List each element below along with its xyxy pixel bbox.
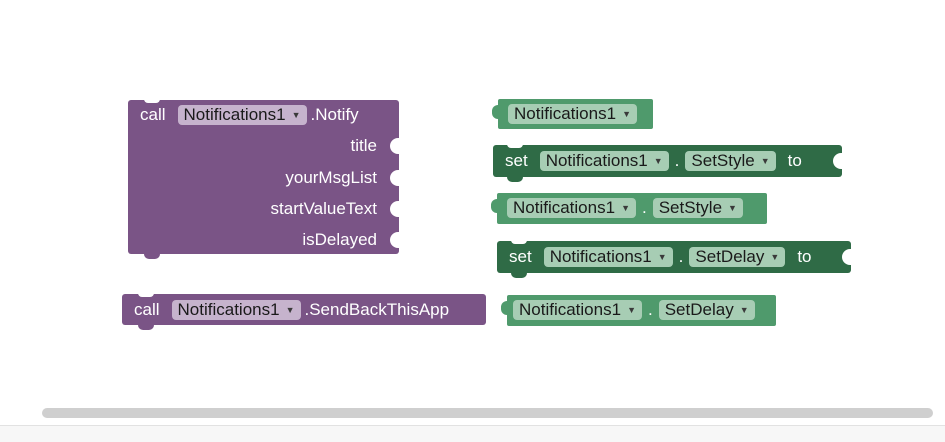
triangle-down-icon: ▼ (657, 252, 667, 262)
block-notch (144, 99, 160, 103)
property-dropdown[interactable]: SetStyle ▼ (685, 151, 776, 171)
set-style-getter-block[interactable]: Notifications1 ▼ . SetStyle ▼ (491, 193, 767, 224)
input-socket[interactable] (390, 201, 399, 217)
property-dropdown[interactable]: SetDelay ▼ (689, 247, 786, 267)
block-notch (138, 293, 154, 297)
set-delay-getter-block[interactable]: Notifications1 ▼ . SetDelay ▼ (501, 295, 776, 326)
property-name: SetStyle (658, 198, 723, 217)
blocks-workspace[interactable]: call Notifications1 ▼ .Notify title your… (0, 0, 945, 425)
send-back-method-block[interactable]: call Notifications1 ▼ .SendBackThisApp (122, 293, 486, 330)
dot-separator: . (674, 151, 680, 170)
block-notch (507, 144, 523, 148)
block-tab (138, 325, 154, 330)
param-label: isDelayed (302, 230, 377, 249)
param-label: startValueText (270, 199, 377, 218)
component-dropdown[interactable]: Notifications1 ▼ (539, 151, 669, 171)
triangle-down-icon: ▼ (739, 305, 749, 315)
block-tab (144, 254, 160, 259)
triangle-down-icon: ▼ (627, 305, 636, 315)
input-socket[interactable] (390, 138, 399, 154)
method-name: .Notify (310, 105, 359, 124)
component-dropdown[interactable]: Notifications1 ▼ (508, 104, 637, 124)
input-socket[interactable] (842, 249, 851, 265)
horizontal-scrollbar-thumb[interactable] (42, 408, 933, 418)
component-name: Notifications1 (177, 300, 280, 319)
output-plug (501, 301, 509, 315)
triangle-down-icon: ▼ (770, 252, 780, 262)
to-keyword: to (797, 247, 812, 266)
property-dropdown[interactable]: SetStyle ▼ (652, 198, 743, 218)
triangle-down-icon: ▼ (653, 156, 663, 166)
property-name: SetDelay (695, 247, 765, 266)
block-notch (511, 240, 527, 244)
method-name: .SendBackThisApp (304, 300, 450, 319)
block-tab (507, 177, 523, 182)
component-dropdown[interactable]: Notifications1 ▼ (507, 198, 636, 218)
triangle-down-icon: ▼ (621, 203, 630, 213)
triangle-down-icon: ▼ (622, 109, 631, 119)
component-getter-block[interactable]: Notifications1 ▼ (492, 99, 653, 129)
set-style-setter-block[interactable]: set Notifications1 ▼ . SetStyle ▼ to (493, 144, 842, 182)
param-label: title (350, 136, 377, 155)
property-name: SetDelay (664, 300, 734, 319)
dot-separator: . (678, 247, 684, 266)
component-dropdown[interactable]: Notifications1 ▼ (177, 105, 307, 125)
input-socket[interactable] (390, 232, 399, 248)
component-name: Notifications1 (545, 151, 648, 170)
output-plug (492, 105, 500, 119)
block-tab (511, 273, 527, 278)
triangle-down-icon: ▼ (291, 110, 301, 120)
bottom-border (0, 425, 945, 442)
component-name: Notifications1 (514, 104, 617, 123)
component-name: Notifications1 (519, 300, 622, 319)
triangle-down-icon: ▼ (760, 156, 770, 166)
dot-separator: . (647, 300, 653, 319)
triangle-down-icon: ▼ (728, 203, 737, 213)
call-keyword: call (134, 300, 160, 319)
input-socket[interactable] (833, 153, 842, 169)
component-name: Notifications1 (513, 198, 616, 217)
triangle-down-icon: ▼ (285, 305, 295, 315)
property-dropdown[interactable]: SetDelay ▼ (658, 300, 755, 320)
component-dropdown[interactable]: Notifications1 ▼ (171, 300, 301, 320)
component-dropdown[interactable]: Notifications1 ▼ (513, 300, 642, 320)
param-label: yourMsgList (285, 168, 377, 187)
set-keyword: set (509, 247, 532, 266)
component-name: Notifications1 (183, 105, 286, 124)
component-dropdown[interactable]: Notifications1 ▼ (543, 247, 673, 267)
set-delay-setter-block[interactable]: set Notifications1 ▼ . SetDelay ▼ to (497, 240, 851, 278)
to-keyword: to (787, 151, 802, 170)
output-plug (491, 199, 499, 213)
input-socket[interactable] (390, 170, 399, 186)
dot-separator: . (641, 198, 647, 217)
component-name: Notifications1 (549, 247, 652, 266)
property-name: SetStyle (691, 151, 755, 170)
set-keyword: set (505, 151, 528, 170)
call-keyword: call (140, 105, 166, 124)
notify-method-block[interactable]: call Notifications1 ▼ .Notify title your… (128, 99, 399, 259)
